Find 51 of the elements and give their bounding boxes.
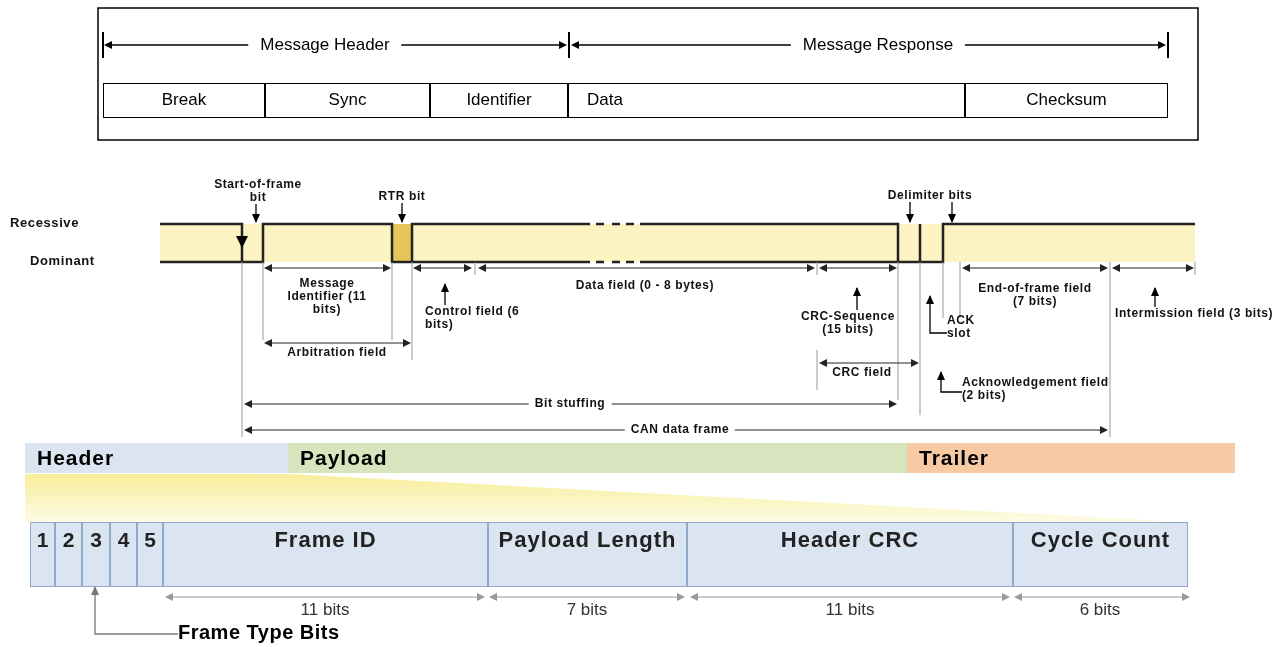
field-label: End-of-frame field (7 bits)	[977, 282, 1093, 308]
callout-text: Delimiter bits	[845, 189, 1015, 202]
field-label: Arbitration field	[286, 346, 388, 359]
frame-section-band: Header	[25, 443, 288, 473]
bit-field-cell: Payload Length	[488, 522, 687, 587]
bit-count-label: 7 bits	[566, 600, 608, 620]
field-label: Message Identifier (11 bits)	[286, 277, 368, 316]
leader-arrow	[91, 586, 179, 635]
field-cell: Data	[568, 83, 965, 118]
bit-field-cell: 1	[30, 522, 55, 587]
bit-field-cell: 3	[82, 522, 110, 587]
bit-count-label: 11 bits	[825, 600, 875, 620]
field-label: Data field (0 - 8 bytes)	[575, 279, 715, 292]
bit-field-cell: 4	[110, 522, 137, 587]
field-label: CRC field	[832, 366, 892, 379]
callout-text: RTR bit	[360, 190, 444, 203]
leader-arrow	[398, 202, 406, 223]
dimension-label: Message Header	[248, 35, 402, 55]
bit-field-cell: 5	[137, 522, 163, 587]
callout-text: Start-of-frame bit	[210, 178, 306, 204]
callout-text: Acknowledgement field (2 bits)	[962, 376, 1122, 402]
leader-arrow	[1151, 287, 1159, 308]
leader-arrow	[252, 203, 260, 223]
bit-field-cell: Header CRC	[687, 522, 1013, 587]
frame-section-band: Trailer	[907, 443, 1235, 473]
leader-arrow	[926, 295, 948, 334]
bit-count-label: 11 bits	[300, 600, 350, 620]
leader-arrow	[906, 201, 914, 223]
dimension-label: Message Response	[790, 35, 966, 55]
callout-text: CRC-Sequence (15 bits)	[800, 310, 896, 336]
field-cell: Sync	[265, 83, 430, 118]
level-label: Recessive	[10, 216, 79, 229]
callout-text: ACK slot	[947, 314, 983, 340]
leader-arrow	[937, 371, 963, 393]
bit-field-cell: Frame ID	[163, 522, 488, 587]
bit-field-cell: 2	[55, 522, 82, 587]
bit-count-label: 6 bits	[1079, 600, 1121, 620]
leader-arrow	[441, 283, 449, 306]
field-cell: Break	[103, 83, 265, 118]
leader-arrow	[948, 201, 956, 223]
bit-field-cell: Cycle Count	[1013, 522, 1188, 587]
level-label: Dominant	[30, 254, 95, 267]
field-cell: Identifier	[430, 83, 568, 118]
leader-arrow	[853, 287, 861, 311]
callout-text: Control field (6 bits)	[425, 305, 525, 331]
callout-text: Frame Type Bits	[178, 621, 438, 644]
callout-text: Intermission field (3 bits)	[1115, 307, 1275, 320]
field-cell: Checksum	[965, 83, 1168, 118]
dimension-label: Bit stuffing	[528, 397, 612, 410]
frame-section-band: Payload	[288, 443, 907, 473]
dimension-label: CAN data frame	[624, 423, 736, 436]
